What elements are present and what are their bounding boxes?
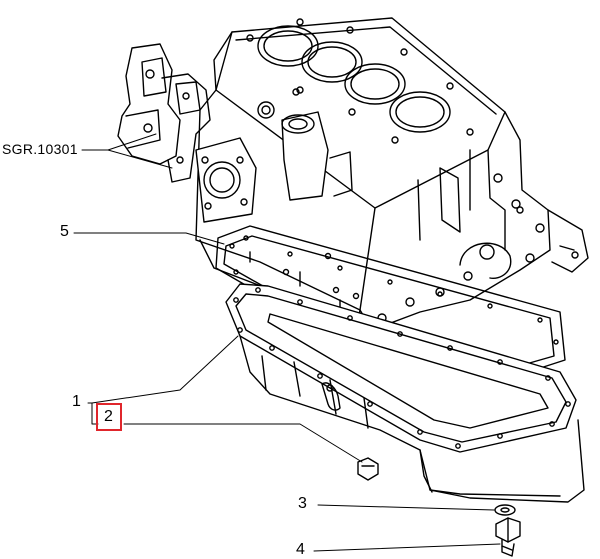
callout-4[interactable]: 4: [296, 541, 305, 558]
callout-3[interactable]: 3: [298, 495, 307, 512]
oil-pan: [225, 283, 585, 503]
engine-block: [195, 17, 589, 331]
callout-5[interactable]: 5: [60, 223, 69, 240]
drain-plug: [495, 517, 521, 557]
callout-2-highlight: [96, 403, 122, 431]
reference-label: SGR.10301: [2, 141, 78, 157]
leader-lines: [73, 133, 501, 552]
callout-1[interactable]: 1: [72, 393, 81, 410]
callout-2[interactable]: 2: [104, 408, 113, 425]
mounting-bracket: [117, 43, 211, 183]
sealing-washer: [494, 504, 516, 516]
